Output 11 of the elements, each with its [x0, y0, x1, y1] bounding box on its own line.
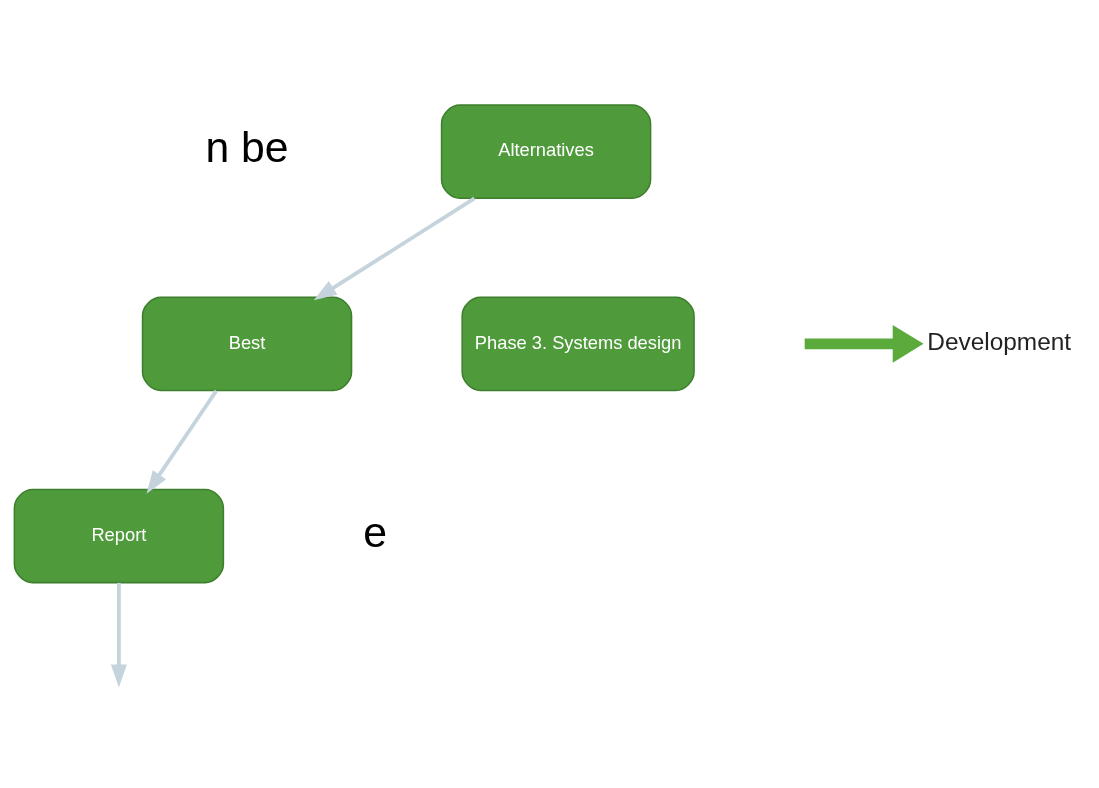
node-text: Development — [927, 327, 1072, 355]
label: n be — [205, 123, 289, 172]
label: e — [363, 507, 388, 556]
arrow — [804, 324, 924, 363]
node-box: Best — [141, 296, 353, 392]
node-box: Phase 3. Systems design — [461, 296, 695, 392]
arrow — [313, 196, 476, 301]
node-box: Alternatives — [440, 104, 652, 199]
node-box: Report — [13, 488, 225, 584]
arrow — [110, 582, 127, 688]
arrow — [146, 389, 218, 494]
